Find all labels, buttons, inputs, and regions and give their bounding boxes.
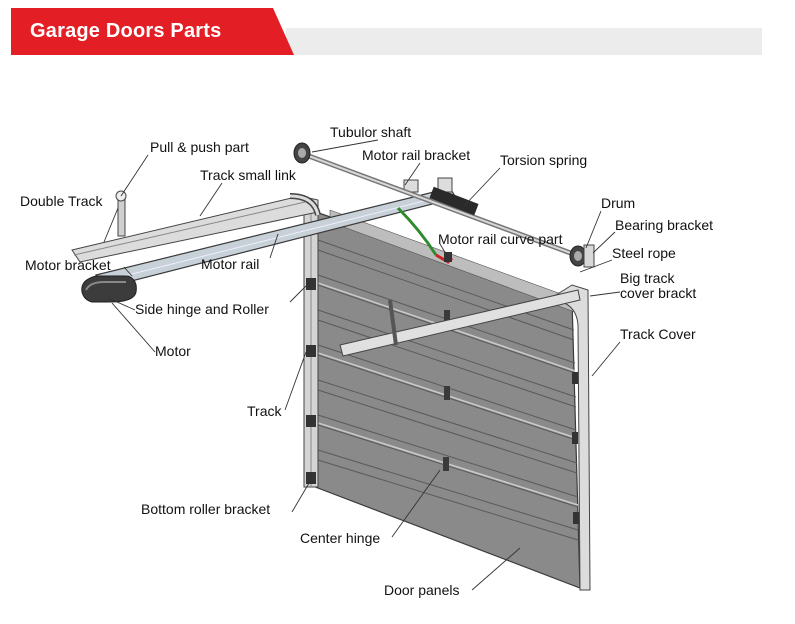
motor-rail-curve-part bbox=[396, 206, 454, 264]
title-banner bbox=[11, 8, 294, 55]
label-track-small-link: Track small link bbox=[200, 167, 296, 183]
label-big-track-line2: cover brackt bbox=[620, 285, 697, 301]
label-motor-bracket: Motor bracket bbox=[25, 257, 111, 273]
double-track bbox=[71, 193, 321, 263]
pull-push-handle bbox=[115, 190, 127, 237]
label-big-track-line1: Big track bbox=[620, 270, 675, 286]
label-track-cover: Track Cover bbox=[620, 326, 696, 342]
label-double-track: Double Track bbox=[20, 193, 103, 209]
right-drum bbox=[569, 244, 595, 268]
page-title: Garage Doors Parts bbox=[30, 20, 222, 42]
left-drum bbox=[293, 142, 311, 164]
tubular-shaft bbox=[297, 149, 585, 261]
label-motor-rail: Motor rail bbox=[201, 256, 260, 272]
left-vertical-track bbox=[303, 204, 319, 488]
label-motor-rail-curve-part: Motor rail curve part bbox=[438, 231, 563, 247]
label-steel-rope: Steel rope bbox=[612, 245, 676, 261]
label-pull-push-part: Pull & push part bbox=[150, 139, 249, 155]
label-door-panels: Door panels bbox=[384, 582, 460, 598]
label-bottom-roller-bracket: Bottom roller bracket bbox=[141, 501, 271, 517]
label-center-hinge: Center hinge bbox=[300, 530, 381, 546]
motor-unit bbox=[81, 275, 137, 303]
leader-lines bbox=[103, 139, 621, 591]
door-panels-body bbox=[309, 209, 581, 589]
label-drum: Drum bbox=[601, 195, 636, 211]
label-bearing-bracket: Bearing bracket bbox=[615, 217, 714, 233]
label-torsion-spring: Torsion spring bbox=[500, 152, 588, 168]
label-side-hinge-roller: Side hinge and Roller bbox=[135, 301, 269, 317]
big-track-bracket bbox=[339, 289, 581, 357]
header-bar bbox=[286, 28, 762, 55]
label-tubular-shaft: Tubulor shaft bbox=[330, 124, 412, 140]
label-motor-rail-bracket: Motor rail bracket bbox=[362, 147, 471, 163]
label-track: Track bbox=[247, 403, 282, 419]
label-motor: Motor bbox=[155, 343, 191, 359]
